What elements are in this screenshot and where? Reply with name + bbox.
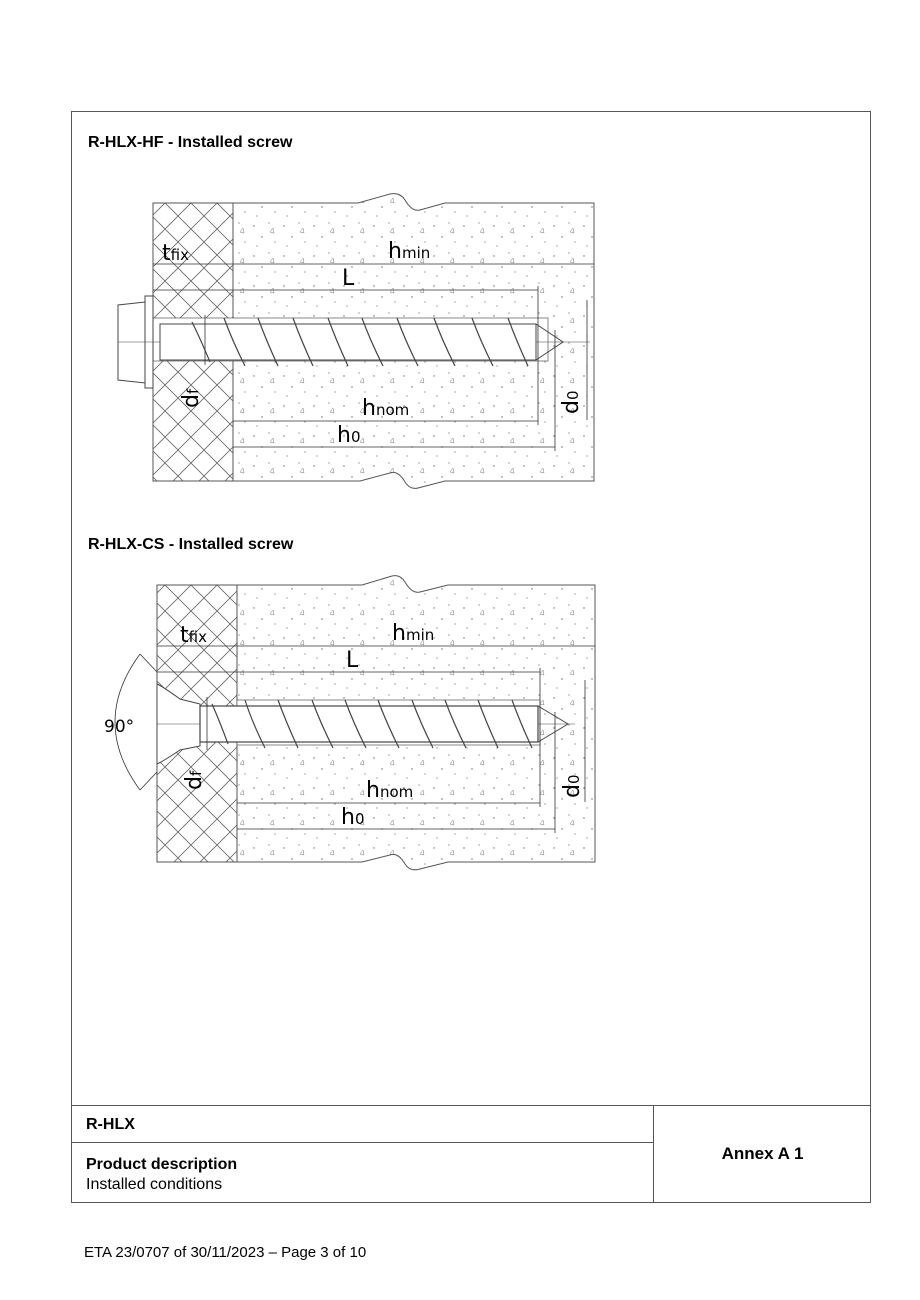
description-subtitle: Installed conditions bbox=[86, 1176, 223, 1193]
annex-label: Annex A 1 bbox=[721, 1144, 804, 1163]
description-title: Product description bbox=[86, 1156, 238, 1173]
label-d0: d0 bbox=[559, 390, 584, 414]
product-name: R-HLX bbox=[86, 1116, 135, 1133]
label-hmin: hmin bbox=[388, 239, 430, 264]
installed-screw-cs-diagram: 90° tfix hmin L hnom h0 df d0 bbox=[104, 575, 596, 871]
svg-text:tfix: tfix bbox=[180, 623, 207, 648]
dimension-labels: tfix hmin L hnom h0 df d0 bbox=[180, 621, 585, 830]
label-tfix: tfix bbox=[162, 241, 189, 266]
section-title-hf: R-HLX-HF - Installed screw bbox=[88, 134, 293, 151]
svg-text:d0: d0 bbox=[560, 774, 585, 798]
svg-text:hnom: hnom bbox=[366, 778, 413, 803]
installed-screw-hf-diagram: tfix hmin L hnom h0 df d0 bbox=[117, 193, 595, 489]
annex-footer-table: R-HLX Product description Installed cond… bbox=[71, 1105, 871, 1203]
label-L: L bbox=[342, 266, 355, 291]
label-angle: 90° bbox=[104, 717, 134, 737]
svg-text:L: L bbox=[346, 648, 359, 673]
label-h0: h0 bbox=[337, 423, 361, 448]
label-hnom: hnom bbox=[362, 396, 409, 421]
page-footer: ETA 23/0707 of 30/11/2023 – Page 3 of 10 bbox=[84, 1244, 367, 1261]
label-df: df bbox=[179, 388, 204, 408]
svg-text:df: df bbox=[182, 770, 207, 790]
footer-product-row: R-HLX bbox=[72, 1106, 653, 1143]
footer-left-cell: R-HLX Product description Installed cond… bbox=[72, 1106, 654, 1202]
svg-text:hmin: hmin bbox=[392, 621, 434, 646]
svg-text:h0: h0 bbox=[341, 805, 365, 830]
dimension-labels: tfix hmin L hnom h0 df d0 bbox=[162, 239, 584, 448]
section-title-cs: R-HLX-CS - Installed screw bbox=[88, 536, 294, 553]
